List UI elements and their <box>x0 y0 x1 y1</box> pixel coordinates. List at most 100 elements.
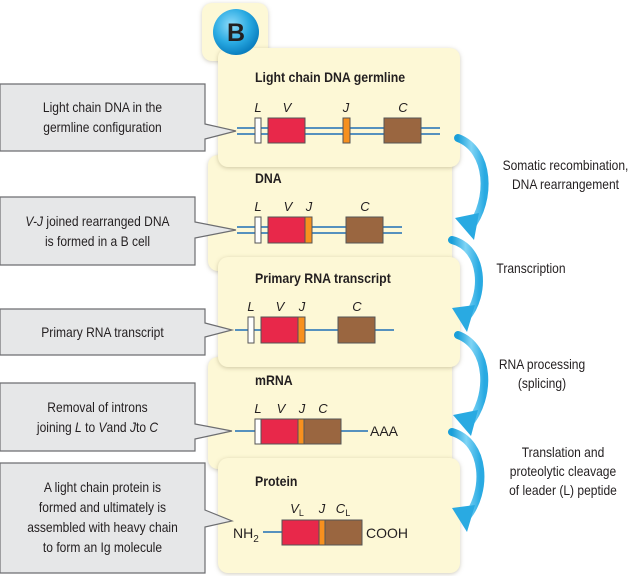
arrowhead-icon <box>453 410 478 436</box>
vl-domain <box>281 519 320 546</box>
label-vl: VL <box>290 501 304 518</box>
protein-chain: VL J CL NH2 COOH <box>233 501 408 546</box>
badge-letter: B <box>227 19 245 47</box>
callout-line: Primary RNA transcript <box>41 324 164 340</box>
arrowhead-icon <box>452 505 475 532</box>
primary-rna-gene: L V J C <box>235 299 394 344</box>
step-line: Translation and <box>521 444 605 460</box>
callout-box-5 <box>0 462 235 574</box>
panel-mrna <box>208 357 452 469</box>
t: to <box>81 419 99 435</box>
j-segment <box>342 117 351 144</box>
rearranged-dna-gene: L V J C <box>237 199 402 244</box>
c-segment <box>337 316 376 344</box>
callout-shapes <box>0 83 237 574</box>
panel-primary-rna <box>218 257 460 367</box>
label-c: C <box>318 401 328 416</box>
callout-text-3: Primary RNA transcript <box>14 322 190 342</box>
callout-line: A light chain protein is <box>43 479 162 495</box>
v-segment <box>267 117 306 144</box>
step-label-translation: Translation and proteolytic cleavage of … <box>499 443 628 500</box>
callout-text-4: Removal of introns joining L to Vand Jto… <box>14 397 182 437</box>
label-j: J <box>318 501 326 516</box>
panel-germline <box>218 48 460 167</box>
panel-title-primary-rna: Primary RNA transcript <box>255 270 391 286</box>
badge-circle <box>213 9 259 55</box>
label-l: L <box>247 299 254 314</box>
arrow-rna-processing <box>453 331 489 436</box>
label-l: L <box>254 199 261 214</box>
panel-dna <box>208 155 452 271</box>
callout-line: to form an Ig molecule <box>42 539 163 555</box>
callout-text-1: Light chain DNA in the germline configur… <box>14 97 190 137</box>
step-line: Somatic recombination, <box>502 157 629 173</box>
germline-gene: L V J C <box>237 100 440 144</box>
c-terminus: COOH <box>366 525 408 541</box>
c-segment <box>383 117 422 144</box>
t: to <box>135 419 150 435</box>
label-v: V <box>284 199 294 214</box>
arrowhead-icon <box>452 305 475 332</box>
callout-box-4 <box>0 382 233 452</box>
mrna-gene: L V J C AAA <box>235 401 399 445</box>
callout-line: Light chain DNA in the <box>42 99 163 115</box>
panel-title-dna: DNA <box>255 170 282 186</box>
arrow-transcription <box>448 236 483 332</box>
t: L <box>75 419 82 435</box>
arrow-somatic-recombination <box>454 134 489 240</box>
callout-line: is formed in a B cell <box>44 233 151 249</box>
n-terminus: NH2 <box>233 525 259 545</box>
label-l: L <box>254 100 261 115</box>
c-segment <box>345 216 384 244</box>
label-cl: CL <box>336 501 350 518</box>
panel-title-germline: Light chain DNA germline <box>255 69 406 85</box>
panel-title-mrna: mRNA <box>255 372 293 388</box>
poly-a-tail: AAA <box>370 423 399 439</box>
callout-box-2 <box>0 196 237 266</box>
label-c: C <box>398 100 408 115</box>
label-j: J <box>305 199 313 214</box>
leader-segment <box>254 216 262 244</box>
label-v: V <box>283 100 293 115</box>
v-segment <box>260 418 299 445</box>
badge-b: B <box>213 9 259 55</box>
callout-text-2: V-J joined rearranged DNA is formed in a… <box>14 211 182 251</box>
callout-line: formed and ultimately is <box>38 499 167 515</box>
label-c: C <box>360 199 370 214</box>
step-line: proteolytic cleavage <box>509 463 617 479</box>
callout-line: assembled with heavy chain <box>27 519 178 535</box>
step-line: (splicing) <box>517 375 567 391</box>
label-v: V <box>277 401 287 416</box>
arrowhead-icon <box>455 213 479 240</box>
step-label-somatic-recombination: Somatic recombination, DNA rearrangement <box>499 156 632 194</box>
t: and <box>106 419 130 435</box>
italic-vj: V-J <box>25 213 44 229</box>
v-segment <box>260 316 299 344</box>
t: joining <box>36 419 76 435</box>
callout-line: V-J joined rearranged DNA <box>14 211 182 231</box>
label-v: V <box>276 299 286 314</box>
cl-domain <box>324 519 363 546</box>
step-line: of leader (L) peptide <box>509 482 617 498</box>
t: J <box>129 419 136 435</box>
step-label-transcription: Transcription <box>492 259 569 278</box>
step-line: RNA processing <box>498 356 586 372</box>
callout-span: joined rearranged DNA <box>43 213 170 229</box>
callout-box-3 <box>0 308 235 356</box>
label-j: J <box>298 299 306 314</box>
panel-protein <box>218 458 460 573</box>
callout-line: Removal of introns <box>47 399 148 415</box>
callout-line: joining L to Vand Jto C <box>14 417 182 437</box>
label-j: J <box>298 401 306 416</box>
arrow-translation <box>448 428 485 532</box>
callout-box-1 <box>0 83 237 152</box>
label-c: C <box>352 299 362 314</box>
step-label-rna-processing: RNA processing (splicing) <box>495 355 590 393</box>
t: V <box>98 419 107 435</box>
callout-line: germline configuration <box>43 119 162 135</box>
label-j: J <box>342 100 350 115</box>
step-line: Transcription <box>496 260 566 276</box>
panel-title-protein: Protein <box>255 473 298 489</box>
